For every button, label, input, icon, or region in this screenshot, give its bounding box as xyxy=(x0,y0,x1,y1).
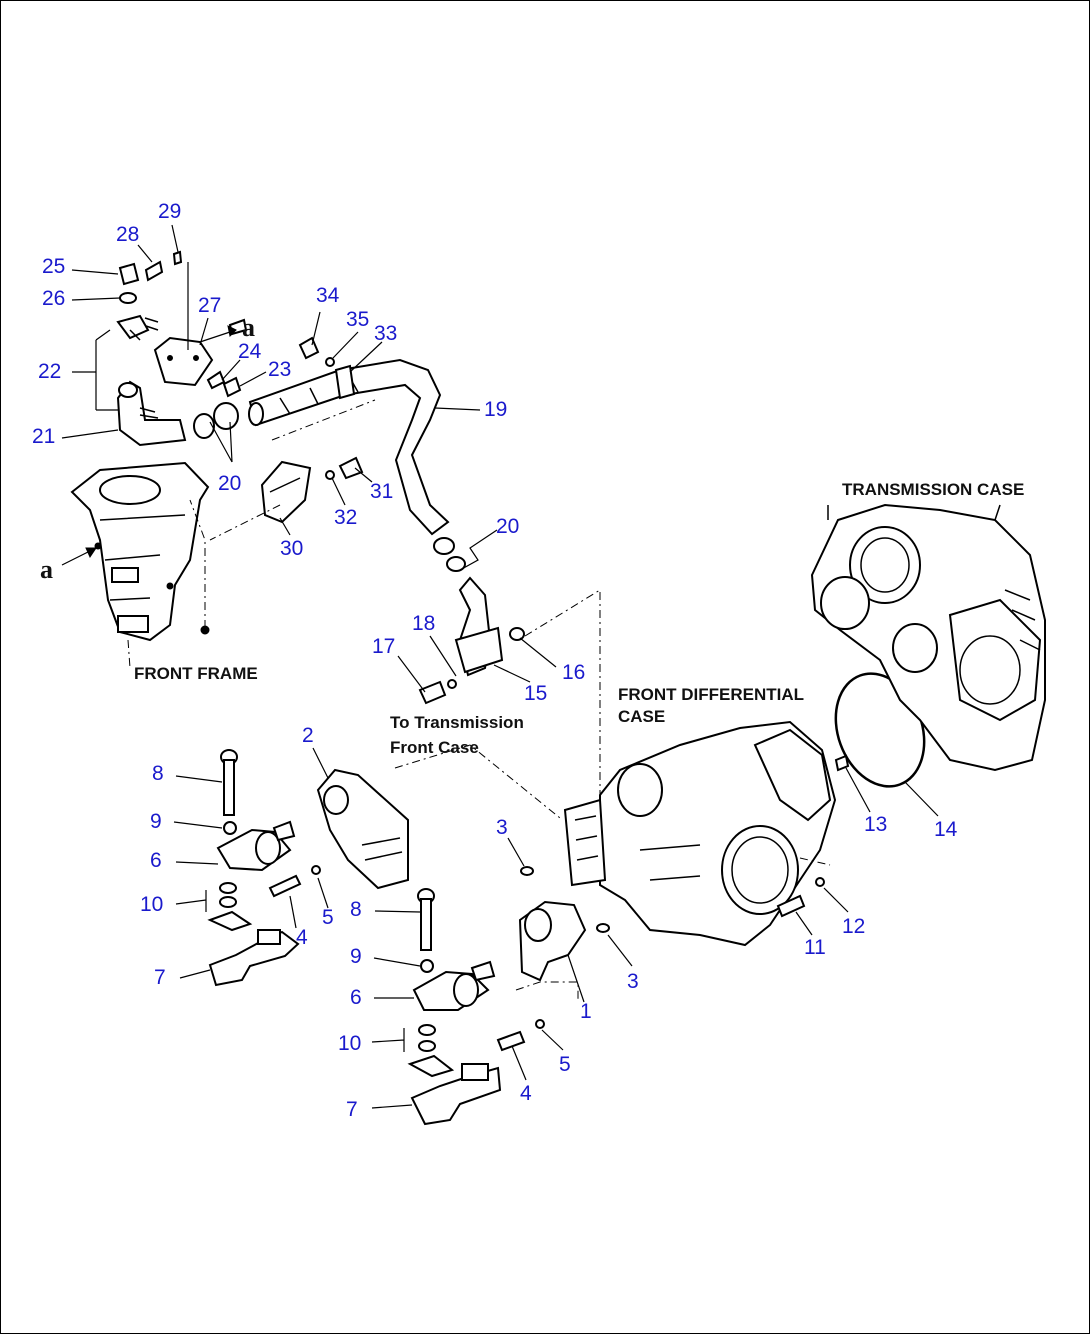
callout-20-lower: 20 xyxy=(496,515,519,538)
callout-5-lower: 5 xyxy=(559,1053,571,1076)
to-transmission-label-line2: Front Case xyxy=(390,738,479,757)
callout-34: 34 xyxy=(316,284,340,307)
tube-22 xyxy=(116,314,159,341)
washers-10-lower xyxy=(407,1024,455,1078)
ref-a-left-label: a xyxy=(40,555,53,584)
callout-33: 33 xyxy=(374,322,397,345)
callout-9-upper: 9 xyxy=(150,810,162,833)
front-differential-case xyxy=(520,720,850,947)
bolt-8-lower xyxy=(417,888,435,973)
front-frame-label: FRONT FRAME xyxy=(134,664,258,683)
callout-35: 35 xyxy=(346,308,369,331)
callout-8-lower: 8 xyxy=(350,898,362,921)
front-differential-label-line2: CASE xyxy=(618,707,665,726)
reference-a-top: a xyxy=(199,313,255,343)
hose-19 xyxy=(248,358,450,536)
callout-9-lower: 9 xyxy=(350,945,362,968)
front-frame-part xyxy=(70,461,210,669)
callout-2: 2 xyxy=(302,724,314,747)
callout-24: 24 xyxy=(238,340,262,363)
callout-11: 11 xyxy=(804,936,826,959)
callout-17: 17 xyxy=(372,635,395,658)
callout-29: 29 xyxy=(158,200,181,223)
callout-20-upper: 20 xyxy=(218,472,241,495)
callout-3-right: 3 xyxy=(627,970,639,993)
callout-4-upper: 4 xyxy=(296,926,308,949)
bushing-6-lower xyxy=(412,960,496,1011)
callout-19: 19 xyxy=(484,398,507,421)
bolts-4-5-upper xyxy=(268,865,321,898)
callout-7-upper: 7 xyxy=(154,966,166,989)
cap-7-lower xyxy=(410,981,579,1126)
callout-1: 1 xyxy=(580,1000,592,1023)
mount-bracket-2 xyxy=(316,744,561,890)
clamp-27 xyxy=(153,262,214,387)
callout-23: 23 xyxy=(268,358,291,381)
transmission-case-label: TRANSMISSION CASE xyxy=(842,480,1024,499)
callout-21: 21 xyxy=(32,425,55,448)
ref-a-top-label: a xyxy=(242,313,255,342)
callout-31: 31 xyxy=(370,480,393,503)
hose-21 xyxy=(116,380,187,447)
bolt-8-upper xyxy=(220,749,238,835)
transmission-case xyxy=(810,503,1046,772)
cap-7-upper xyxy=(208,929,300,987)
fitting-25 xyxy=(118,250,183,304)
callout-14: 14 xyxy=(934,818,958,841)
leader-lines xyxy=(61,224,939,1109)
to-transmission-label-line1: To Transmission xyxy=(390,713,524,732)
callout-13: 13 xyxy=(864,813,887,836)
callout-18: 18 xyxy=(412,612,435,635)
clip-33 xyxy=(298,336,356,400)
callout-4-lower: 4 xyxy=(520,1082,532,1105)
reference-a-left: a xyxy=(40,547,97,584)
callout-numbers: 29 28 25 26 27 22 24 23 21 20 34 35 33 1… xyxy=(32,200,958,1121)
callout-10-upper: 10 xyxy=(140,893,163,916)
callout-6-upper: 6 xyxy=(150,849,162,872)
callout-26: 26 xyxy=(42,287,65,310)
callout-12: 12 xyxy=(842,915,865,938)
callout-27: 27 xyxy=(198,294,221,317)
callout-30: 30 xyxy=(280,537,303,560)
callout-22: 22 xyxy=(38,360,61,383)
callout-8-upper: 8 xyxy=(152,762,164,785)
callout-16: 16 xyxy=(562,661,585,684)
callout-32: 32 xyxy=(334,506,357,529)
washers-10-upper xyxy=(207,882,253,932)
front-differential-label-line1: FRONT DIFFERENTIAL xyxy=(618,685,804,704)
bushing-6-upper xyxy=(216,820,296,872)
callout-7-lower: 7 xyxy=(346,1098,358,1121)
callout-3-left: 3 xyxy=(496,816,508,839)
callout-6-lower: 6 xyxy=(350,986,362,1009)
clamps-20-upper xyxy=(193,402,239,439)
callout-25: 25 xyxy=(42,255,65,278)
pipe-15 xyxy=(418,537,601,885)
callout-28: 28 xyxy=(116,223,139,246)
callout-5-upper: 5 xyxy=(322,906,334,929)
callout-15: 15 xyxy=(524,682,547,705)
bracket-30 xyxy=(209,399,376,541)
mount-bracket-1 xyxy=(518,900,587,982)
callout-10-lower: 10 xyxy=(338,1032,361,1055)
